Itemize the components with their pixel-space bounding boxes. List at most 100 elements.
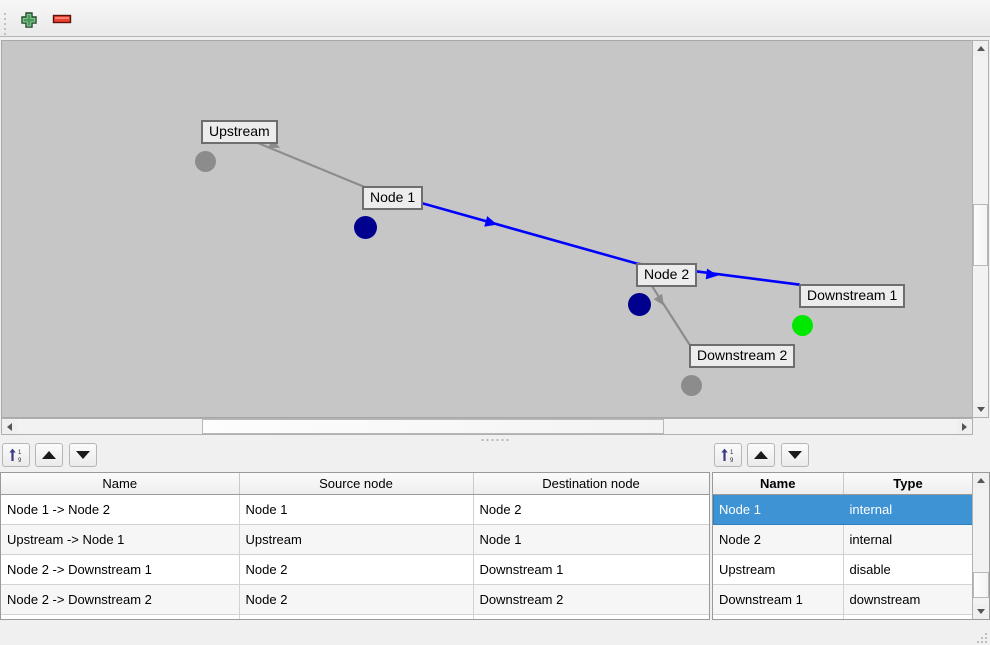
nodes-header-row: Name Type — [713, 473, 974, 495]
graph-hscroll-thumb[interactable] — [202, 419, 664, 434]
table-row[interactable]: Node 1 -> Node 2 Node 1 Node 2 — [1, 494, 709, 525]
nodes-move-up-button[interactable] — [747, 443, 775, 467]
node-name: Node 2 — [713, 524, 844, 555]
nodes-table[interactable]: Name Type Node 1 internal Node 2 interna… — [712, 472, 990, 620]
link-destination: Downstream 2 — [473, 584, 709, 615]
node-type: downstream — [843, 584, 974, 615]
links-move-down-button[interactable] — [69, 443, 97, 467]
node-name: Downstream 1 — [713, 584, 844, 615]
triangle-up-icon — [754, 451, 768, 459]
svg-text:1: 1 — [730, 450, 734, 456]
graph-node-label-downstream2[interactable]: Downstream 2 — [689, 344, 796, 368]
link-destination: Downstream 1 — [473, 554, 709, 585]
nodes-sort-button[interactable]: 1 9 — [714, 443, 742, 467]
graph-horizontal-scrollbar[interactable] — [1, 418, 973, 435]
graph-vertical-scrollbar[interactable] — [972, 40, 989, 418]
graph-canvas[interactable]: Upstream Node 1 Node 2 Downstream 1 Down… — [1, 40, 973, 418]
chevron-up-icon — [977, 478, 985, 483]
links-sort-button[interactable]: 1 9 — [2, 443, 30, 467]
main-toolbar — [0, 0, 990, 37]
link-source: Node 2 — [239, 554, 474, 585]
links-grid: Name Source node Destination node Node 1… — [1, 473, 709, 619]
links-col-destination[interactable]: Destination node — [473, 473, 709, 495]
nodes-toolbar: 1 9 — [712, 442, 990, 470]
link-name: Node 2 -> Downstream 1 — [1, 554, 240, 585]
scroll-up-button[interactable] — [973, 473, 989, 488]
empty-cell — [713, 614, 844, 619]
empty-cell — [239, 614, 474, 619]
node-name: Node 1 — [713, 494, 844, 525]
nodes-vertical-scrollbar[interactable] — [972, 473, 989, 619]
scroll-right-button[interactable] — [957, 419, 972, 434]
table-row[interactable]: Node 2 -> Downstream 1 Node 2 Downstream… — [1, 554, 709, 585]
svg-text:9: 9 — [730, 458, 734, 464]
svg-text:9: 9 — [18, 458, 22, 464]
links-col-source[interactable]: Source node — [239, 473, 474, 495]
links-table[interactable]: Name Source node Destination node Node 1… — [0, 472, 710, 620]
node-type: internal — [843, 524, 974, 555]
splitter-grip — [481, 439, 509, 441]
links-header-row: Name Source node Destination node — [1, 473, 709, 495]
empty-cell — [843, 614, 974, 619]
table-row[interactable]: Node 1 internal — [713, 494, 974, 525]
panel-splitter[interactable] — [0, 436, 990, 444]
node-type: internal — [843, 494, 974, 525]
links-toolbar: 1 9 — [0, 442, 710, 470]
link-destination: Node 1 — [473, 524, 709, 555]
scroll-up-button[interactable] — [973, 41, 988, 56]
triangle-down-icon — [788, 451, 802, 459]
graph-node-downstream2[interactable] — [681, 375, 702, 396]
node-type: disable — [843, 554, 974, 585]
link-source: Upstream — [239, 524, 474, 555]
table-row[interactable]: Node 2 internal — [713, 524, 974, 555]
resize-grip[interactable] — [977, 633, 987, 643]
link-source: Node 1 — [239, 494, 474, 525]
graph-vscroll-thumb[interactable] — [973, 204, 988, 266]
chevron-left-icon — [7, 422, 12, 431]
node-name: Upstream — [713, 554, 844, 585]
graph-node-node2[interactable] — [628, 293, 651, 316]
graph-node-label-downstream1[interactable]: Downstream 1 — [799, 284, 906, 308]
remove-node-button[interactable] — [49, 6, 75, 32]
chevron-up-icon — [976, 46, 985, 51]
chevron-down-icon — [977, 609, 985, 614]
links-move-up-button[interactable] — [35, 443, 63, 467]
sort-icon: 1 9 — [9, 448, 22, 464]
scroll-down-button[interactable] — [973, 402, 988, 417]
table-row[interactable]: Node 2 -> Downstream 2 Node 2 Downstream… — [1, 584, 709, 615]
scroll-left-button[interactable] — [2, 419, 17, 434]
table-row[interactable]: Upstream -> Node 1 Upstream Node 1 — [1, 524, 709, 555]
graph-node-label-node1[interactable]: Node 1 — [362, 186, 424, 210]
empty-cell — [473, 614, 709, 619]
status-bar — [0, 622, 990, 645]
nodes-col-name[interactable]: Name — [713, 473, 844, 495]
graph-edges — [205, 120, 801, 345]
nodes-col-type[interactable]: Type — [843, 473, 974, 495]
nodes-move-down-button[interactable] — [781, 443, 809, 467]
table-row[interactable]: Upstream disable — [713, 554, 974, 585]
table-row[interactable]: Downstream 1 downstream — [713, 584, 974, 615]
triangle-down-icon — [76, 451, 90, 459]
graph-node-node1[interactable] — [354, 216, 377, 239]
link-destination: Node 2 — [473, 494, 709, 525]
table-row-empty[interactable] — [1, 614, 709, 619]
graph-node-upstream[interactable] — [195, 151, 216, 172]
chevron-right-icon — [962, 422, 967, 431]
minus-icon — [52, 14, 72, 24]
graph-node-downstream1[interactable] — [792, 315, 813, 336]
link-source: Node 2 — [239, 584, 474, 615]
scroll-down-button[interactable] — [973, 604, 989, 619]
chevron-down-icon — [976, 407, 985, 412]
nodes-vscroll-thumb[interactable] — [973, 572, 989, 598]
table-row-empty[interactable] — [713, 614, 974, 619]
add-node-button[interactable] — [16, 6, 42, 32]
toolbar-grip[interactable] — [4, 10, 10, 35]
links-col-name[interactable]: Name — [1, 473, 240, 495]
svg-text:1: 1 — [18, 450, 22, 456]
empty-cell — [1, 614, 240, 619]
graph-node-label-upstream[interactable]: Upstream — [201, 120, 278, 144]
link-name: Node 2 -> Downstream 2 — [1, 584, 240, 615]
link-name: Upstream -> Node 1 — [1, 524, 240, 555]
graph-node-label-node2[interactable]: Node 2 — [636, 263, 698, 287]
